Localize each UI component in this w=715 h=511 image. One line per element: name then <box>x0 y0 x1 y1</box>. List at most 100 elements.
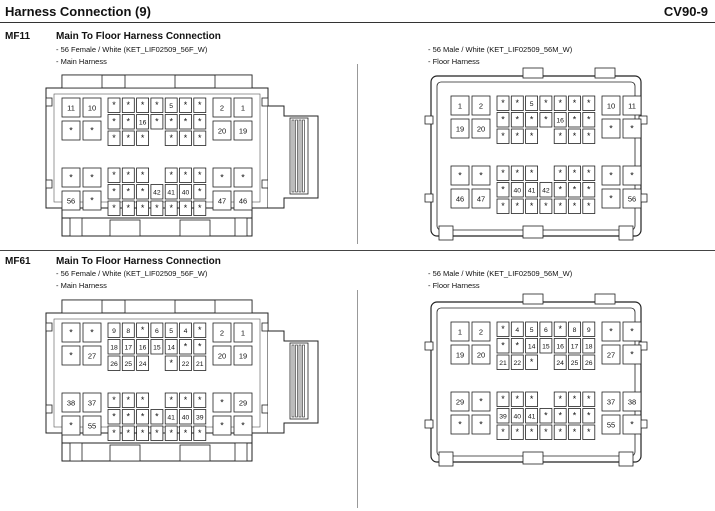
pin-cell <box>510 321 524 337</box>
pin-label: * <box>501 115 505 125</box>
pin-label: * <box>544 98 548 108</box>
pin-label: * <box>479 396 483 406</box>
pin-label: * <box>516 168 520 178</box>
pin-label: * <box>479 170 483 180</box>
pin-cell <box>471 165 491 186</box>
pin-label: * <box>516 115 520 125</box>
pin-cell <box>150 184 164 200</box>
pin-cell <box>150 322 164 338</box>
pin-cell <box>525 391 538 407</box>
page-title: Harness Connection (9) <box>5 4 151 19</box>
housing-key <box>438 225 454 241</box>
pin-label: * <box>573 394 577 404</box>
housing-notch <box>261 404 269 414</box>
housing-bottom <box>61 217 253 237</box>
pin-cell <box>212 120 232 141</box>
pin-cell <box>193 130 207 146</box>
pin-cell <box>136 322 149 338</box>
pin-cell <box>193 409 207 425</box>
pin-cell <box>121 114 135 130</box>
pin-label: 25 <box>571 360 579 367</box>
pin-label: * <box>609 123 613 133</box>
pin-label: 1 <box>241 103 245 112</box>
pin-label: * <box>169 428 173 438</box>
pin-cell <box>150 97 164 113</box>
housing-key <box>438 451 454 467</box>
pin-label: * <box>241 420 245 430</box>
pin-label: 46 <box>456 194 464 203</box>
pin-label: * <box>530 131 534 141</box>
pin-cell <box>525 408 538 424</box>
pin-cell <box>539 424 553 440</box>
pin-label: * <box>184 117 188 127</box>
pin-label: 20 <box>477 124 485 133</box>
pin-label: * <box>141 100 145 110</box>
pin-cell <box>179 339 192 355</box>
pin-cell <box>136 200 149 216</box>
pin-cell <box>136 167 149 183</box>
pin-cell <box>193 97 207 113</box>
housing-key <box>594 67 616 79</box>
pin-cell <box>233 415 253 436</box>
pin-label: * <box>587 168 591 178</box>
pin-cell <box>233 345 253 366</box>
pin-cell <box>193 425 207 441</box>
pin-label: * <box>458 419 462 429</box>
pin-label: 10 <box>607 101 615 110</box>
pin-label: 16 <box>139 120 147 127</box>
pin-label: * <box>184 395 188 405</box>
pin-label: * <box>141 428 145 438</box>
pin-label: 39 <box>196 415 204 422</box>
pin-label: * <box>69 125 73 135</box>
header-divider <box>0 22 715 23</box>
lever-rib <box>295 344 298 418</box>
pin-cell <box>568 354 581 370</box>
pin-cell <box>539 198 553 214</box>
pin-cell <box>82 322 102 343</box>
pin-label: 26 <box>110 361 118 368</box>
pin-cell <box>471 188 491 209</box>
pin-label: 14 <box>167 345 175 352</box>
pin-cell <box>450 321 470 342</box>
pin-label: * <box>141 325 145 335</box>
pin-cell <box>553 112 567 128</box>
pin-label: * <box>112 133 116 143</box>
pin-cell <box>553 354 567 370</box>
pin-label: * <box>112 428 116 438</box>
pin-cell <box>539 112 553 128</box>
pin-cell <box>496 424 510 440</box>
pin-cell <box>496 165 510 181</box>
lever-rib <box>302 344 305 418</box>
pin-cell <box>136 184 149 200</box>
pin-cell <box>107 392 121 408</box>
pin-label: 38 <box>628 397 636 406</box>
pin-cell <box>121 355 135 371</box>
pin-cell <box>568 165 581 181</box>
pin-cell <box>510 128 524 144</box>
pin-label: * <box>573 115 577 125</box>
pin-label: * <box>516 341 520 351</box>
pin-label: * <box>501 341 505 351</box>
lever-rib <box>298 344 302 418</box>
pin-label: * <box>558 185 562 195</box>
pin-cell <box>496 338 510 354</box>
pin-cell <box>622 414 642 435</box>
pin-cell <box>136 392 149 408</box>
housing-key <box>424 115 434 125</box>
pin-cell <box>622 188 642 209</box>
housing-key <box>424 341 434 351</box>
pin-label: * <box>501 98 505 108</box>
housing-tab <box>109 219 141 237</box>
pin-cell <box>179 130 192 146</box>
housing-tab <box>69 442 83 462</box>
pin-label: * <box>458 170 462 180</box>
pin-label: * <box>587 201 591 211</box>
pin-label: 4 <box>515 327 519 334</box>
pin-label: * <box>516 98 520 108</box>
pin-label: 15 <box>153 345 161 352</box>
pin-label: 20 <box>218 126 226 135</box>
pin-cell <box>164 409 178 425</box>
pin-cell <box>212 415 232 436</box>
housing-tab <box>234 442 248 462</box>
